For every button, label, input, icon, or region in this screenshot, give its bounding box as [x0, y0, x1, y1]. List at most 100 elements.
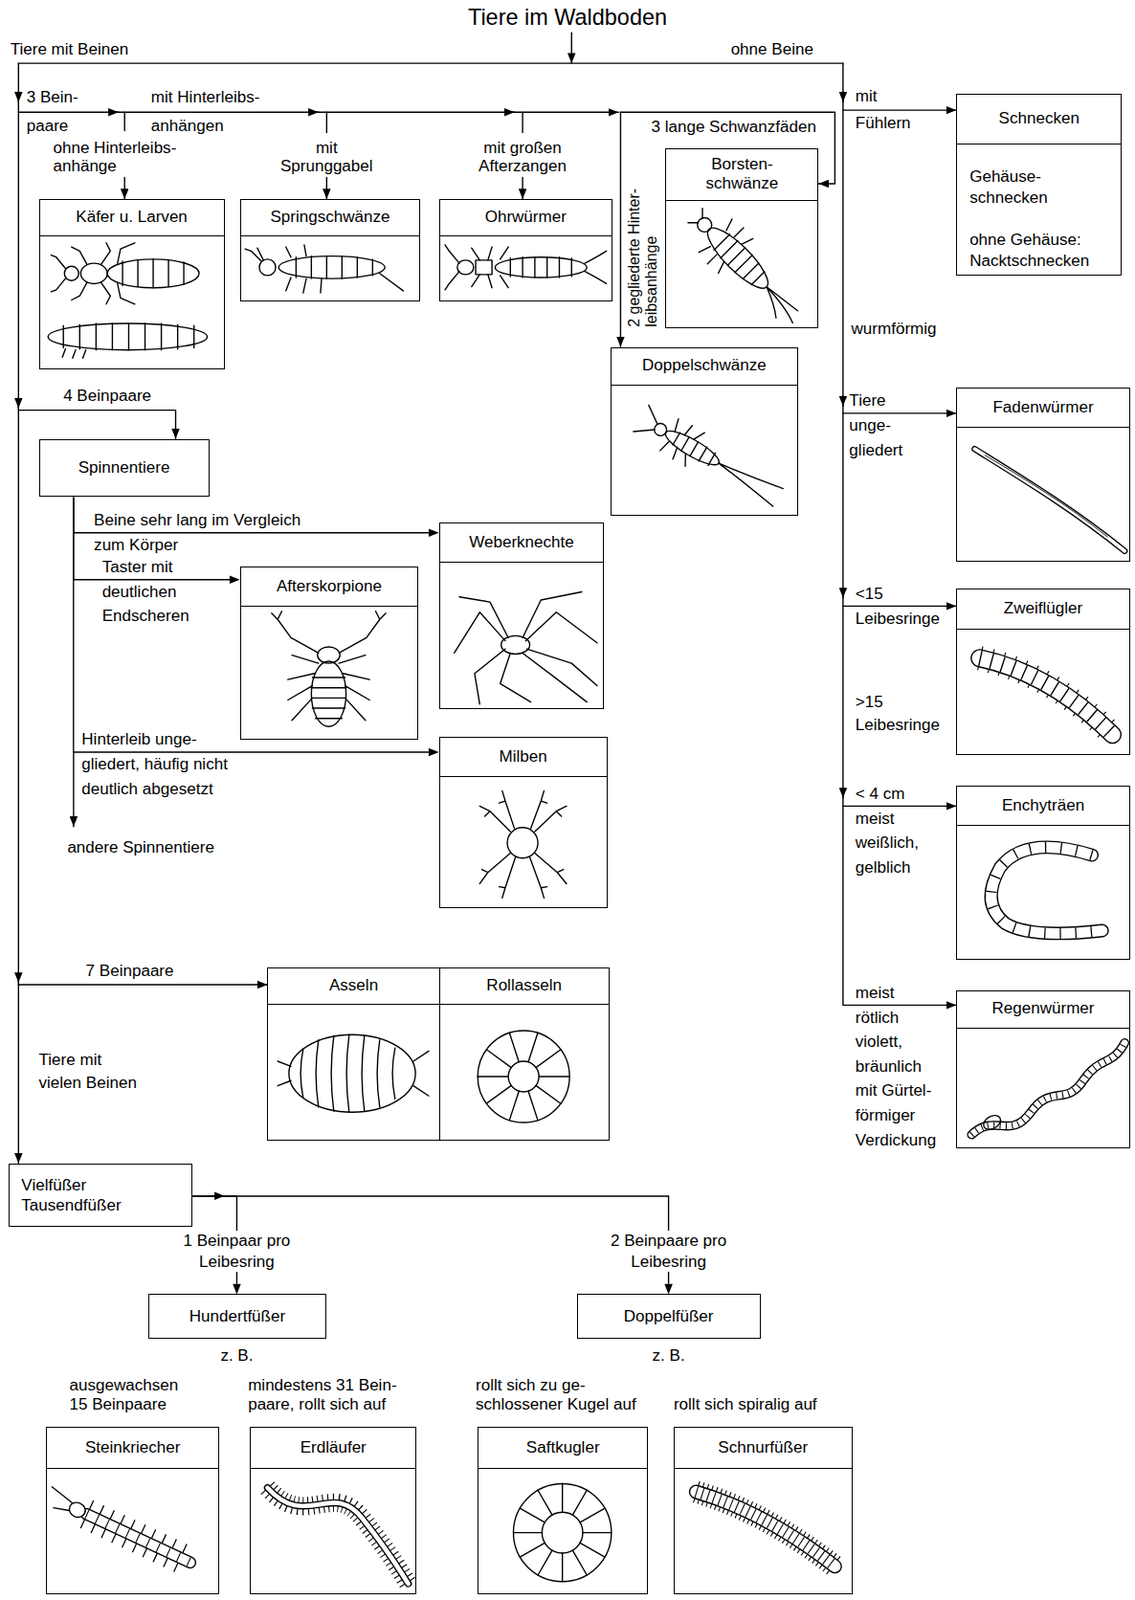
fly-larva-outline: [979, 658, 1113, 735]
bristletail-body: [700, 220, 776, 295]
heading-text: Ohrwürmer: [485, 207, 567, 227]
arrowhead: [232, 1284, 242, 1295]
box-heading: Erdläufer: [250, 1427, 416, 1469]
pill-millipede-body: [512, 1483, 611, 1581]
heading-text: Schnurfüßer: [717, 1438, 808, 1458]
category-box: Vielfüßer Tausendfüßer: [8, 1163, 193, 1227]
box-heading: Springschwänze: [241, 200, 421, 237]
annotation-label: Tiere unge- gliedert: [848, 388, 914, 463]
bristletail-head: [694, 214, 715, 235]
harvestman-legs: [454, 591, 598, 704]
animal-group-box: Steinkriecher: [45, 1426, 220, 1595]
woodlouse-segments: [277, 1034, 429, 1113]
pill-bug-plates: [477, 1032, 570, 1120]
pill-millipede-plates: [512, 1483, 611, 1581]
annotation-label: 2 gegliederte Hinter- leibsanhänge: [625, 153, 661, 327]
millipede-legs: [695, 1491, 835, 1567]
beetle-abdomen: [107, 259, 200, 289]
connector: [73, 496, 440, 757]
pill-millipede-head: [541, 1512, 583, 1554]
animal-group-box: Erdläufer: [249, 1426, 417, 1595]
stone-centipede-legs: [86, 1513, 190, 1562]
annotation-label: >15 Leibesringe: [855, 690, 944, 736]
category-box: Hundertfüßer: [148, 1293, 328, 1339]
body-text: Gehäuse- schnecken: [969, 167, 1048, 206]
soil-centipede-fill: [267, 1488, 409, 1584]
mite-body: [507, 827, 538, 859]
springtail-body: [278, 256, 385, 279]
heading-text: Käfer u. Larven: [75, 207, 188, 227]
annotation-label: mit Fühlern: [855, 83, 928, 136]
arrowhead: [664, 1284, 673, 1295]
annotation-label: Tiere mit Beinen: [10, 39, 215, 60]
annotation-label: mindestens 31 Bein- paare, rollt sich au…: [247, 1376, 432, 1416]
millipede-outline: [695, 1491, 835, 1567]
key-line: [843, 805, 957, 807]
annotation-label: 3 lange Schwanzfäden: [650, 116, 833, 137]
animal-group-box: Afterskorpione: [240, 566, 420, 740]
annotation-label: Tiere mit vielen Beinen: [39, 1048, 147, 1094]
key-line: [326, 178, 328, 200]
key-line: [843, 109, 957, 111]
fly-larva-fill: [979, 658, 1113, 735]
box-heading: Schnurfüßer: [674, 1427, 852, 1469]
heading-text: Weberknechte: [468, 533, 575, 553]
trunk-arrowhead: [18, 398, 20, 409]
heading-text: Zweiflügler: [1003, 599, 1083, 619]
box-heading: Borsten- schwänze: [666, 149, 818, 201]
fly-larva-segments: [979, 658, 1113, 735]
annotation-label: ohne Beine: [731, 39, 844, 60]
annotation-label: <15 Leibesringe: [855, 581, 944, 631]
annotation-label: < 4 cm meist weißlich, gelblich: [855, 781, 937, 880]
heading-text: Rollasseln: [486, 976, 562, 996]
stone-centipede-head: [66, 1499, 89, 1520]
heading-text: Enchyträen: [1001, 796, 1085, 816]
larva-segments: [62, 323, 195, 358]
nematode-outline: [974, 448, 1125, 552]
potworm-fill: [991, 846, 1103, 934]
branch-arrowhead: [108, 111, 119, 113]
edge-label: Hinterleib unge- gliedert, häufig nicht …: [81, 727, 235, 802]
potworm-segments: [991, 846, 1103, 934]
bristletail-figure: [677, 197, 817, 336]
beetle-head: [64, 266, 79, 281]
heading-text: Springschwänze: [269, 207, 390, 227]
animal-group-box: Milben: [439, 736, 608, 909]
larva-body: [47, 323, 207, 351]
heading-text: Asseln: [329, 976, 379, 996]
edge-label: Taster mit deutlichen Endscheren: [102, 555, 205, 629]
key-line: [18, 63, 20, 1164]
key-line: [843, 63, 957, 1005]
heading-text: Afterskorpione: [276, 577, 382, 597]
dipluran-figure: [631, 401, 788, 515]
arrowhead: [428, 748, 440, 757]
animal-group-box: Ohrwürmer: [439, 199, 613, 302]
animal-group-box: Weberknechte: [439, 522, 605, 710]
box-heading: Käfer u. Larven: [40, 200, 224, 237]
pseudoscorpion-body: [311, 661, 346, 727]
earthworm-fill: [971, 1043, 1125, 1135]
trunk-arrowhead: [18, 972, 20, 983]
box-heading: Rollasseln: [440, 968, 609, 1005]
heading-text: Erdläufer: [300, 1438, 367, 1458]
soil-centipede-legs: [267, 1488, 409, 1584]
annotation-label: 4 Beinpaare: [63, 385, 197, 406]
arrowhead: [229, 576, 241, 585]
earwig-head: [457, 260, 474, 275]
animal-group-box: Asseln: [267, 967, 440, 1141]
heading-text: Borsten- schwänze: [673, 155, 810, 195]
arrowhead: [428, 528, 440, 537]
title-text: Tiere im Waldboden: [467, 4, 668, 30]
key-line: [72, 752, 74, 827]
heading-text: Milben: [498, 747, 547, 767]
stone-centipede-segments: [86, 1513, 190, 1562]
animal-group-box: Schnurfüßer: [673, 1426, 853, 1595]
soil-centipede-outline: [267, 1488, 409, 1584]
key-line: [620, 111, 622, 347]
heading-text: Steinkriecher: [85, 1438, 181, 1458]
pseudoscorpion-details: [271, 611, 386, 721]
key-line: [843, 412, 957, 414]
